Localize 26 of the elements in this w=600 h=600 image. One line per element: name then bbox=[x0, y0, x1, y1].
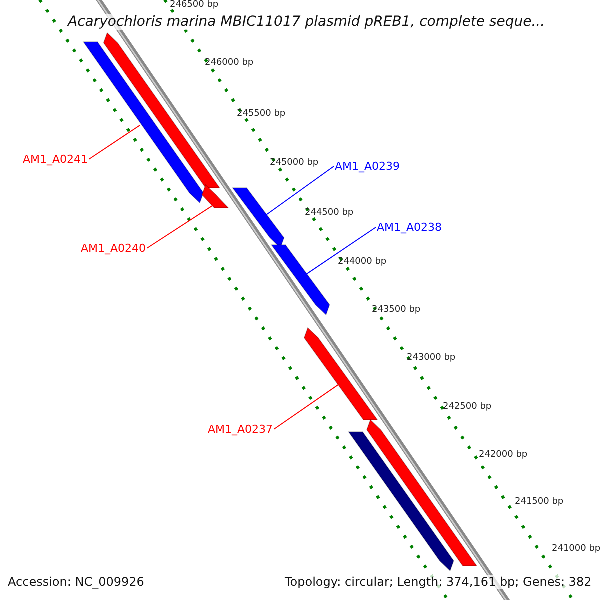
gene-block bbox=[270, 244, 330, 316]
scale-tick-label: 244500 bp bbox=[305, 208, 354, 218]
gene-label: AM1_A0239 bbox=[335, 160, 400, 173]
leader-line bbox=[88, 124, 141, 160]
footer-text: Topology: circular; Length: 374,161 bp; Genes: 382 bbox=[285, 575, 592, 589]
scale-tick-label: 245500 bp bbox=[237, 109, 286, 119]
gene-block bbox=[366, 419, 478, 566]
gene-block bbox=[202, 184, 230, 208]
gene-block bbox=[348, 432, 454, 572]
scale-tick-label: 242500 bp bbox=[443, 402, 492, 412]
scale-tick-label: 246000 bp bbox=[205, 58, 254, 68]
leader-line bbox=[265, 166, 334, 216]
gene-label: AM1_A0241 bbox=[23, 153, 88, 166]
gene-label: AM1_A0237 bbox=[208, 423, 274, 436]
scale-tick-label: 243000 bp bbox=[407, 353, 456, 363]
footer-text: Accession: NC_009926 bbox=[8, 575, 144, 589]
leader-line bbox=[146, 205, 214, 249]
scale-tick-label: 246500 bp bbox=[170, 0, 219, 10]
scale-tick-label: 241000 bp bbox=[552, 544, 600, 554]
title: Acaryochloris marina MBIC11017 plasmid pREB1, complete seque... bbox=[68, 14, 546, 30]
leader-line bbox=[274, 384, 340, 430]
gene-label: AM1_A0238 bbox=[377, 221, 442, 234]
gene-block bbox=[304, 327, 378, 420]
gene-label: AM1_A0240 bbox=[81, 242, 146, 255]
scale-tick-label: 241500 bp bbox=[515, 497, 564, 507]
leader-line bbox=[305, 227, 376, 276]
